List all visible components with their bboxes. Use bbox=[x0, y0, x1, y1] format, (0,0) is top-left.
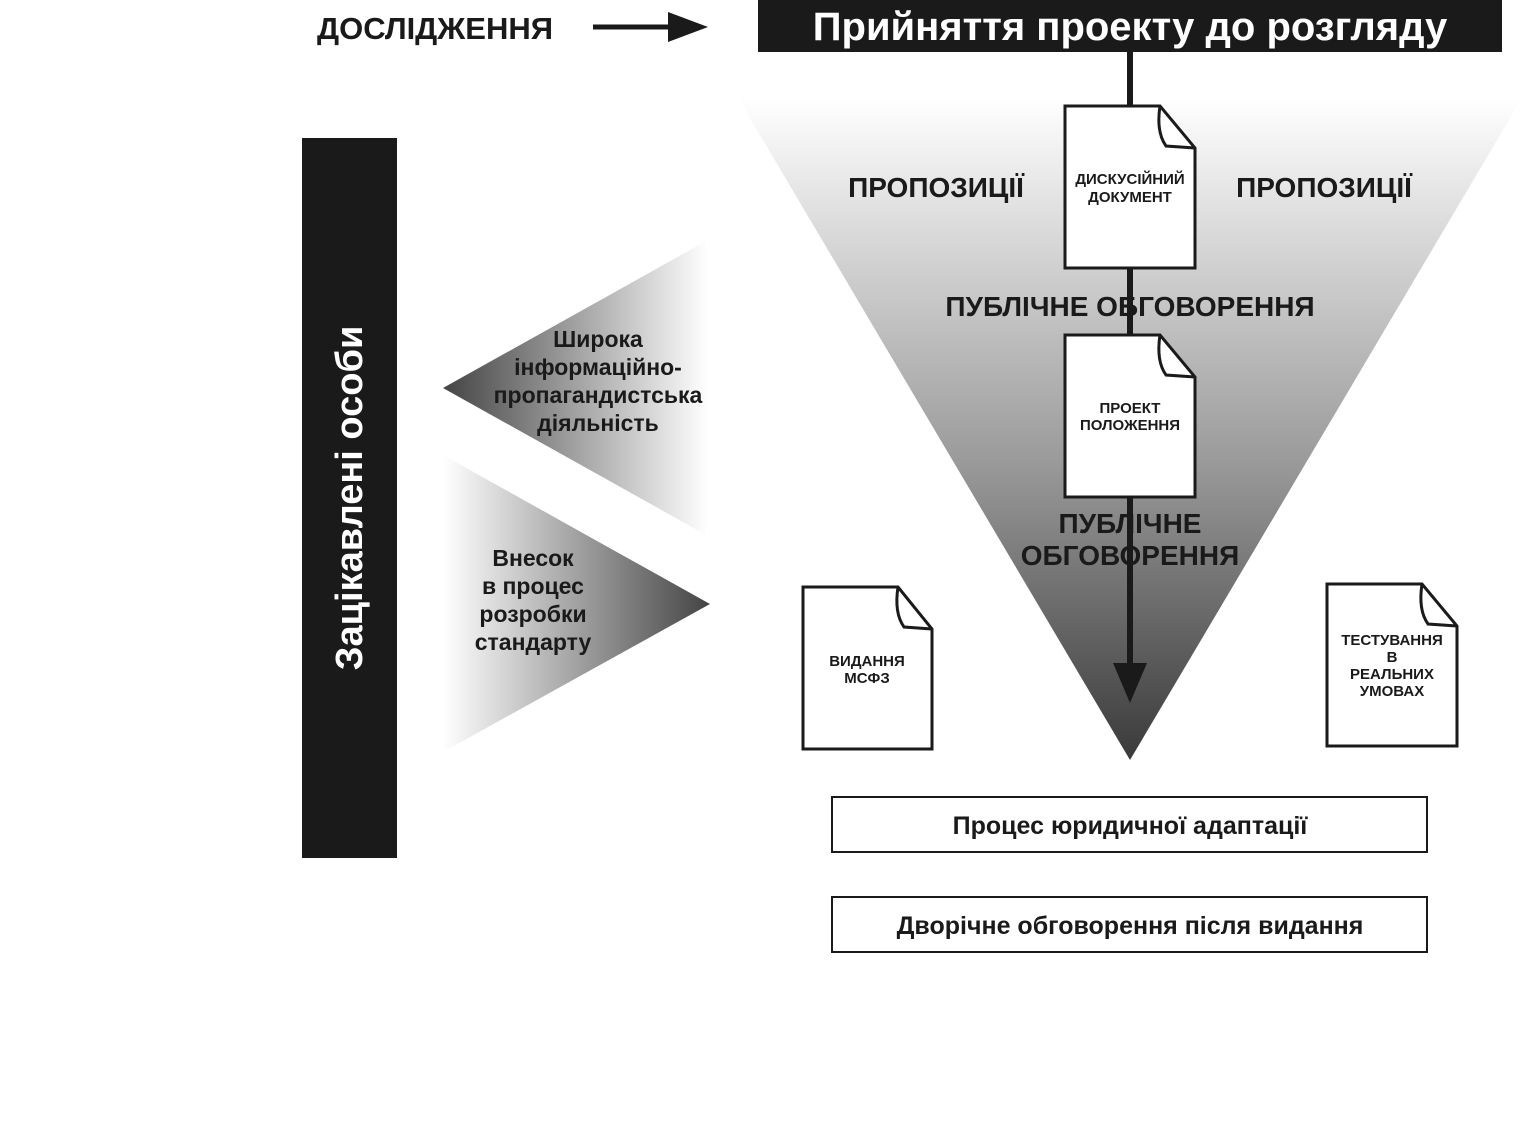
proposals-right-label: ПРОПОЗИЦІЇ bbox=[1236, 172, 1413, 203]
svg-text:РЕАЛЬНИХ: РЕАЛЬНИХ bbox=[1350, 666, 1434, 683]
public-discussion-1: ПУБЛІЧНЕ ОБГОВОРЕННЯ bbox=[945, 291, 1314, 322]
public-discussion-2-line2: ОБГОВОРЕННЯ bbox=[1021, 540, 1239, 571]
info-activity-line2: інформаційно- bbox=[514, 354, 682, 380]
svg-text:ВИДАННЯ: ВИДАННЯ bbox=[829, 653, 905, 670]
svg-text:ДОКУМЕНТ: ДОКУМЕНТ bbox=[1088, 189, 1172, 206]
discussion-document: ДИСКУСІЙНИЙ ДОКУМЕНТ bbox=[1063, 104, 1197, 270]
post-issue-review-box bbox=[831, 896, 1428, 953]
stakeholders-bar bbox=[302, 138, 397, 858]
svg-text:В: В bbox=[1387, 649, 1398, 666]
research-label: ДОСЛІДЖЕННЯ bbox=[317, 11, 553, 46]
svg-text:ДИСКУСІЙНИЙ: ДИСКУСІЙНИЙ bbox=[1075, 170, 1184, 188]
draft-regulation-document: ПРОЕКТ ПОЛОЖЕННЯ bbox=[1063, 333, 1197, 499]
document-icon bbox=[1325, 582, 1459, 748]
header-box bbox=[758, 0, 1502, 52]
legal-adaptation-box bbox=[831, 796, 1428, 853]
contribution-line3: розробки bbox=[479, 601, 586, 627]
document-icon bbox=[1063, 104, 1197, 270]
legal-adaptation-label: Процес юридичної адаптації bbox=[953, 812, 1309, 840]
contribution-line4: стандарту bbox=[475, 629, 592, 655]
svg-text:ПОЛОЖЕННЯ: ПОЛОЖЕННЯ bbox=[1080, 417, 1180, 434]
header-title: Прийняття проекту до розгляду bbox=[813, 5, 1448, 49]
svg-text:МСФЗ: МСФЗ bbox=[844, 670, 890, 687]
contribution-triangle bbox=[443, 455, 710, 752]
stakeholders-label: Зацікавлені особи bbox=[329, 326, 371, 671]
info-activity-triangle bbox=[443, 240, 708, 536]
document-icon bbox=[801, 585, 934, 751]
svg-text:УМОВАХ: УМОВАХ bbox=[1360, 683, 1424, 700]
contribution-line2: в процес bbox=[482, 573, 584, 599]
post-issue-review-label: Дворічне обговорення після видання bbox=[897, 912, 1364, 940]
info-activity-line4: діяльність bbox=[537, 410, 659, 436]
info-activity-line3: пропагандистська bbox=[494, 382, 703, 408]
arrow-down-icon bbox=[1113, 663, 1147, 703]
contribution-line1: Внесок bbox=[492, 545, 574, 571]
proposals-left-label: ПРОПОЗИЦІЇ bbox=[848, 172, 1025, 203]
arrow-right-icon bbox=[593, 12, 708, 42]
svg-text:ТЕСТУВАННЯ: ТЕСТУВАННЯ bbox=[1341, 632, 1442, 649]
public-discussion-2-line1: ПУБЛІЧНЕ bbox=[1059, 508, 1202, 539]
ifrs-issue-document: ВИДАННЯ МСФЗ bbox=[801, 585, 934, 751]
info-activity-line1: Широка bbox=[553, 326, 643, 352]
svg-text:ПРОЕКТ: ПРОЕКТ bbox=[1100, 400, 1161, 417]
document-icon bbox=[1063, 333, 1197, 499]
field-testing-document: ТЕСТУВАННЯ В РЕАЛЬНИХ УМОВАХ bbox=[1325, 582, 1459, 748]
